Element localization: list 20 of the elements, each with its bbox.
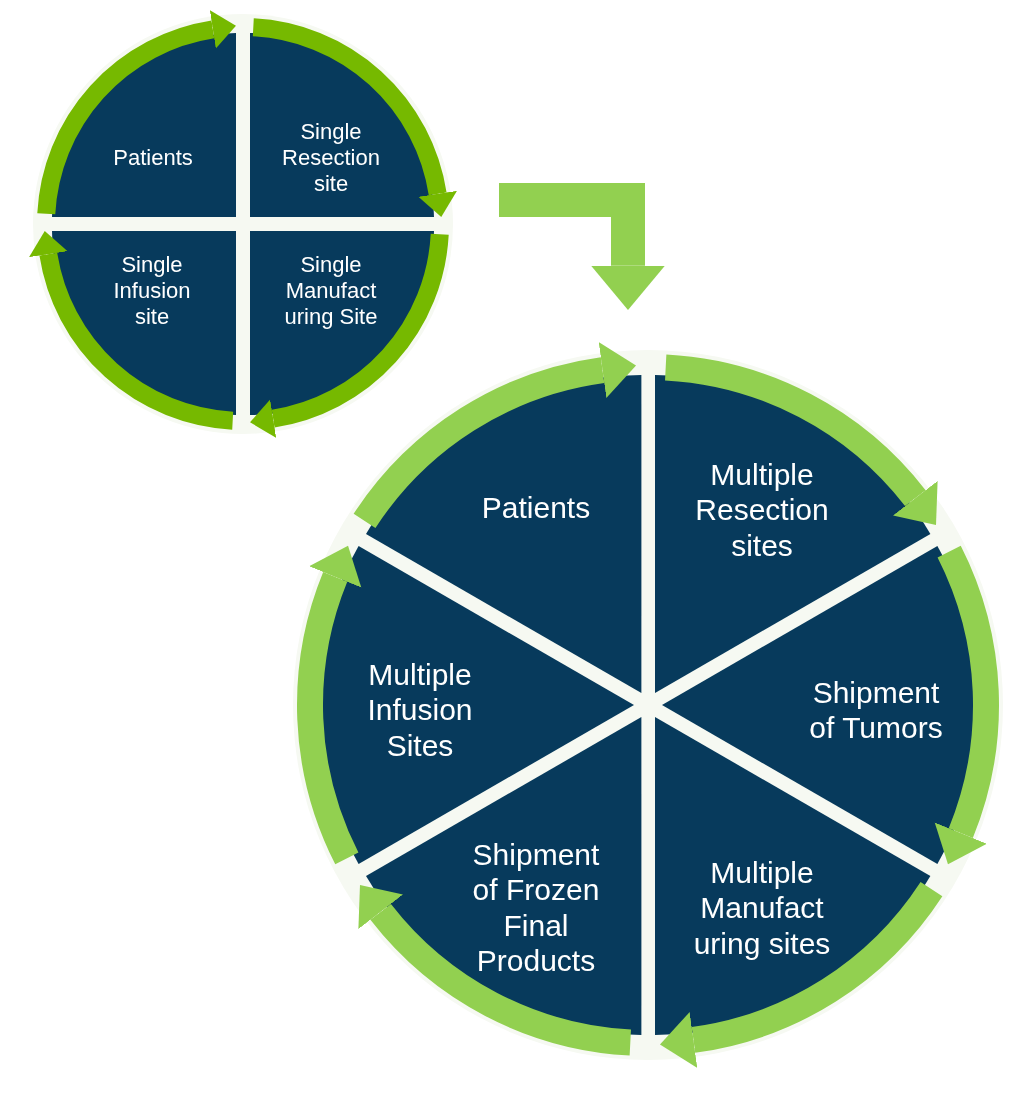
arrow (354, 342, 636, 529)
arrow (297, 544, 362, 864)
arrow (250, 233, 449, 438)
arrow (37, 10, 236, 215)
arrow (358, 886, 632, 1056)
arrow (29, 231, 234, 430)
arrow (934, 546, 999, 866)
arrow (252, 18, 457, 217)
sector-label: Multiple Resection sites (694, 456, 830, 564)
sector-label: Single Resection site (281, 119, 381, 197)
sector-label: Single Manufact uring Site (283, 252, 379, 330)
arrow (660, 881, 942, 1068)
sector-label: Multiple Manufact uring sites (692, 854, 832, 962)
sector-label: Multiple Infusion Sites (366, 656, 474, 764)
sector-label: Patients (480, 490, 592, 526)
arrow (499, 183, 665, 310)
sector-label: Shipment of Frozen Final Products (471, 837, 601, 979)
sector-label: Patients (112, 145, 194, 171)
sector-label: Single Infusion site (112, 252, 192, 330)
sector-label: Shipment of Tumors (808, 674, 944, 746)
